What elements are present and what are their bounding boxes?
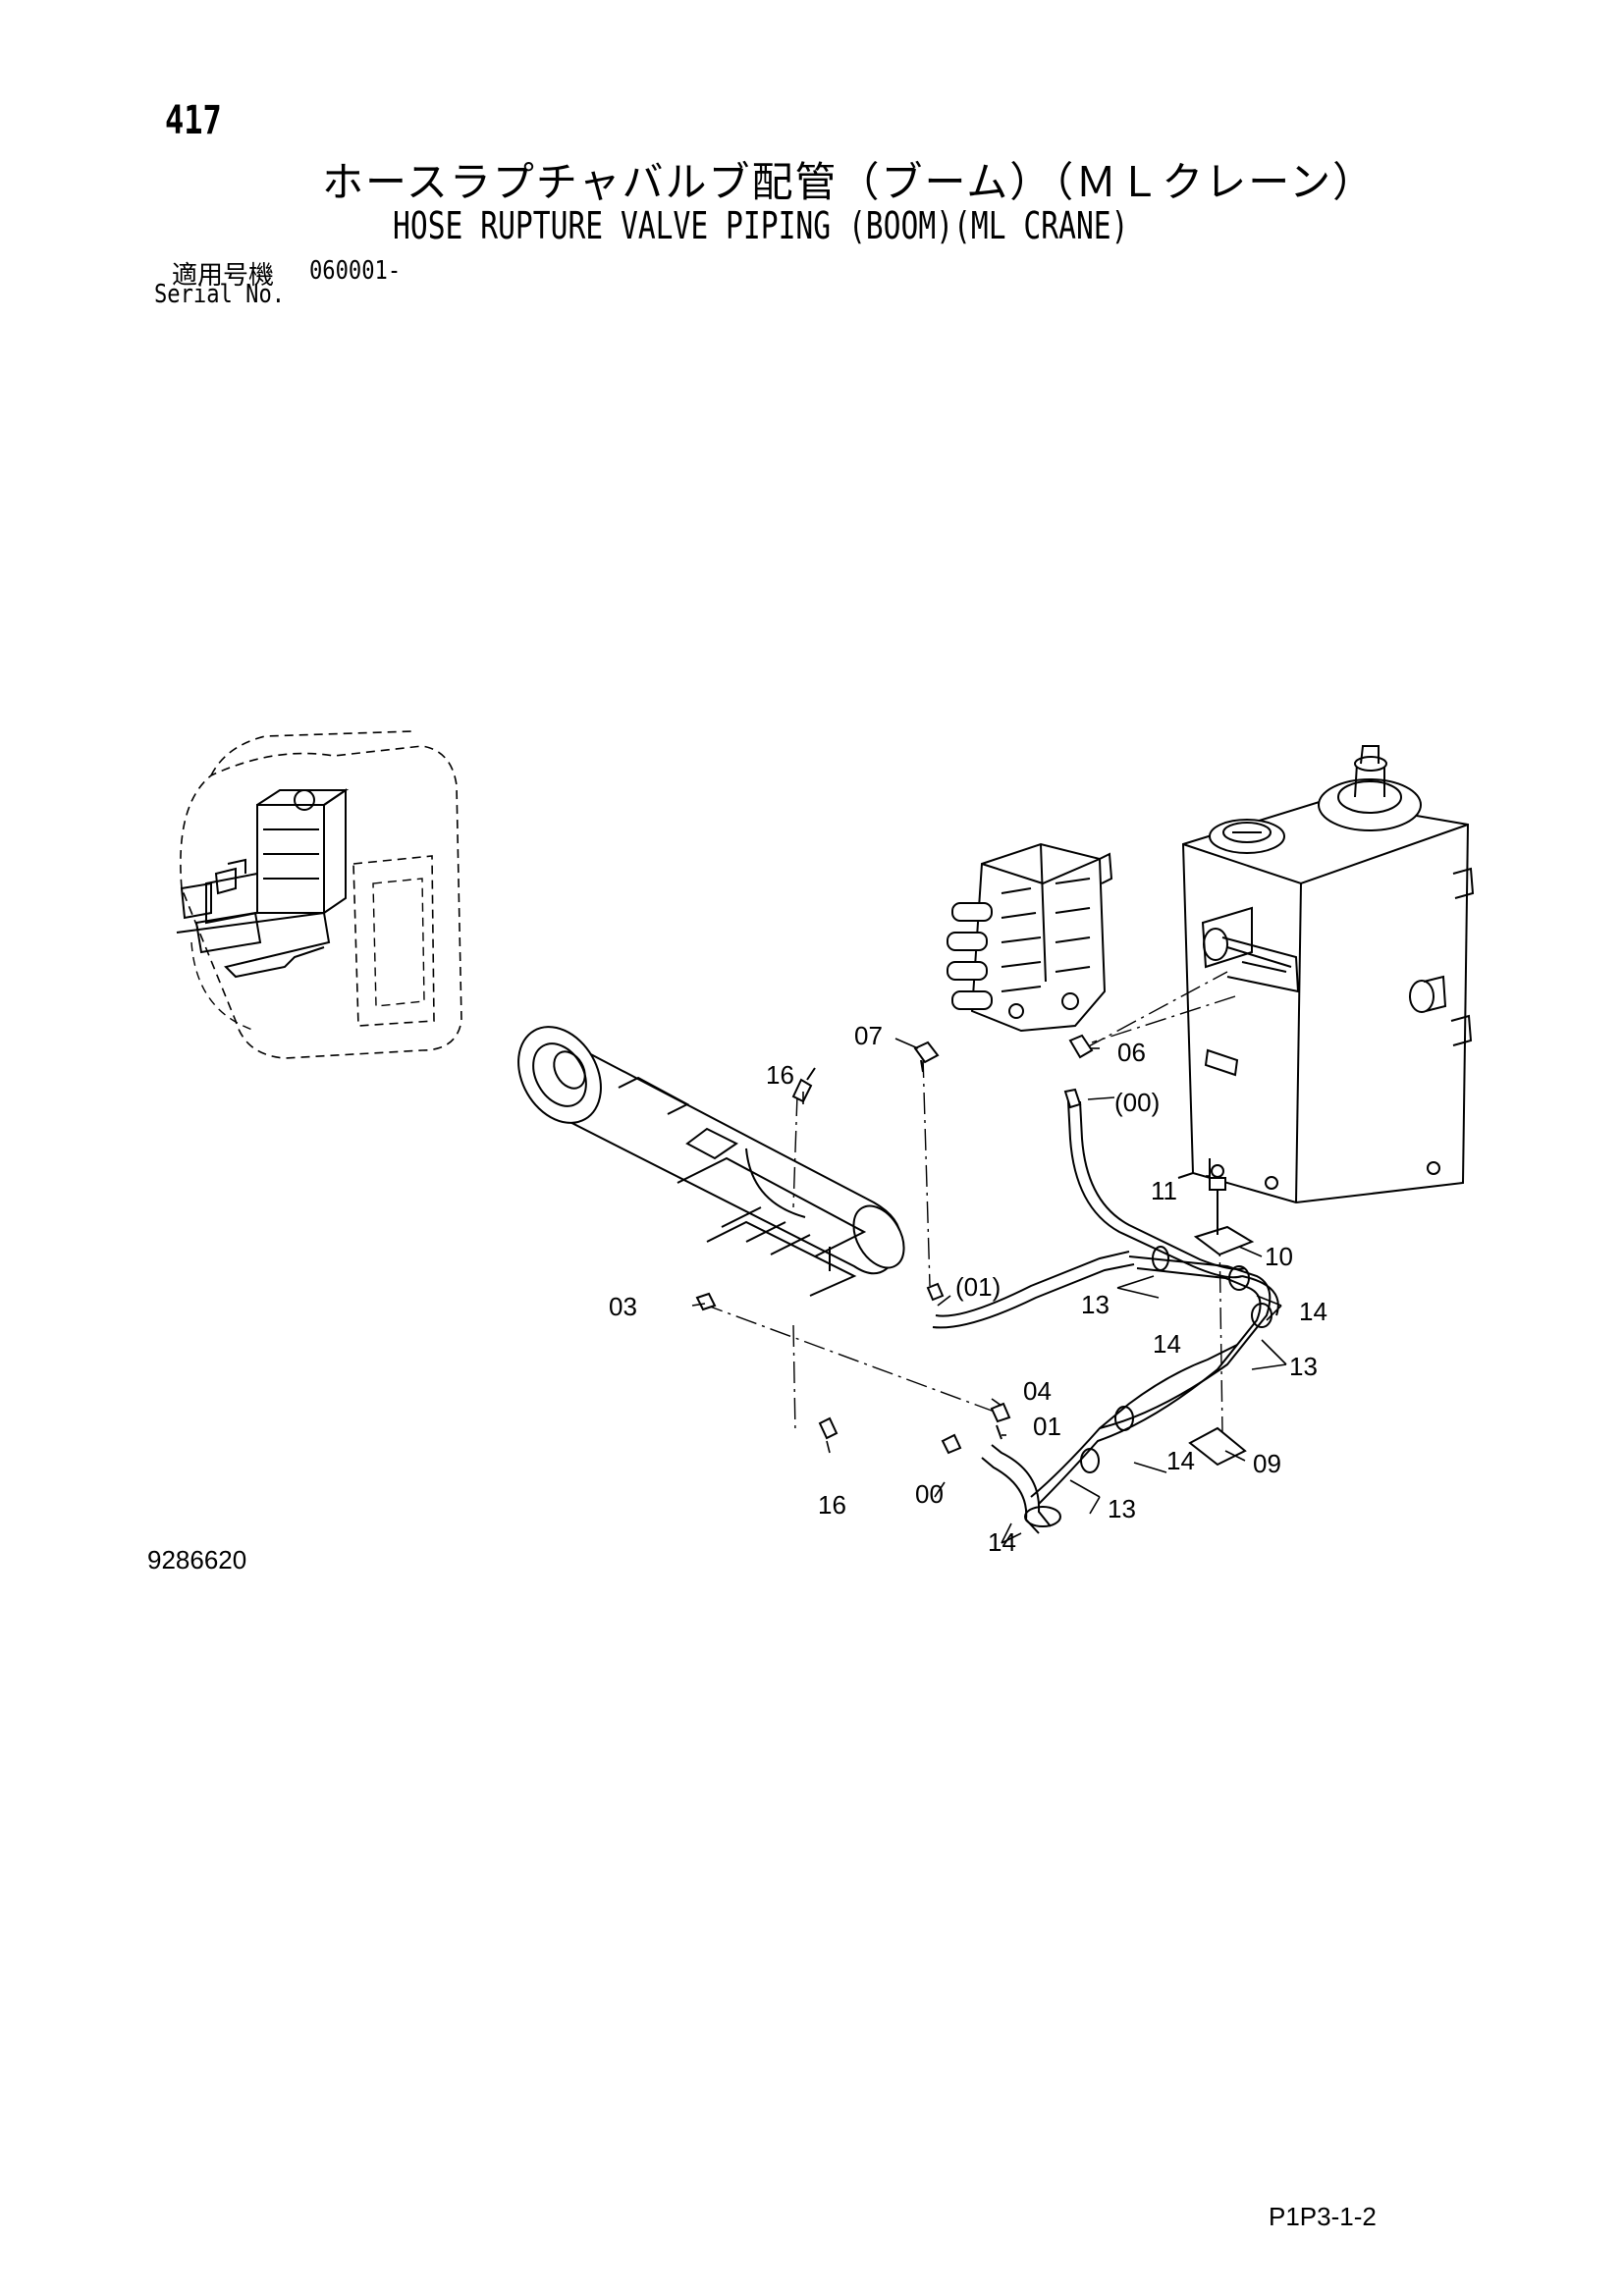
callout-03: 03 (609, 1292, 637, 1321)
location-inset (176, 730, 462, 1059)
boom-cylinder (517, 1026, 905, 1297)
fittings (695, 1034, 1255, 1467)
callout-09: 09 (1253, 1449, 1281, 1478)
page-code: P1P3-1-2 (1269, 2202, 1377, 2231)
callout-13-lower: 13 (1108, 1494, 1136, 1523)
title-japanese: ホースラプチャバルブ配管（ブーム）（ＭＬクレーン） (322, 158, 1377, 206)
callout-13-upper: 13 (1081, 1290, 1110, 1319)
callout-labels: 07 06 (00) 16 11 10 (01) 13 14 14 03 13 … (609, 1021, 1327, 1557)
callout-11: 11 (1151, 1176, 1177, 1205)
callout-06: 06 (1117, 1038, 1146, 1067)
callout-16-bottom: 16 (818, 1490, 846, 1520)
callout-00-paren: (00) (1114, 1088, 1160, 1117)
callout-01-paren: (01) (955, 1272, 1001, 1302)
callout-07: 07 (854, 1021, 883, 1050)
callout-16-top: 16 (766, 1060, 794, 1090)
drawing-number: 9286620 (147, 1545, 247, 1575)
title-english: HOSE RUPTURE VALVE PIPING (BOOM)(ML CRAN… (393, 204, 1129, 247)
serial-label-japanese: 適用号機 (172, 261, 275, 291)
callout-10: 10 (1265, 1242, 1293, 1271)
serial-label-english: Serial No. (154, 280, 286, 309)
control-valve-bank (947, 842, 1113, 1033)
callout-14-upper-right: 14 (1299, 1297, 1327, 1326)
serial-number-value: 060001- (309, 256, 402, 286)
callout-14-middle: 14 (1166, 1446, 1195, 1475)
callout-leaders (691, 1038, 1287, 1544)
hydraulic-tank (1177, 745, 1475, 1204)
callout-13-right: 13 (1289, 1352, 1318, 1381)
callout-14-lower: 14 (988, 1527, 1016, 1557)
page-number: 417 (165, 98, 222, 143)
leader-lines (701, 971, 1236, 1434)
callout-04: 04 (1023, 1376, 1052, 1406)
callout-01: 01 (1033, 1412, 1061, 1441)
hose-assemblies (932, 1100, 1279, 1534)
callout-14-upper: 14 (1153, 1329, 1181, 1359)
callout-00: 00 (915, 1479, 944, 1509)
